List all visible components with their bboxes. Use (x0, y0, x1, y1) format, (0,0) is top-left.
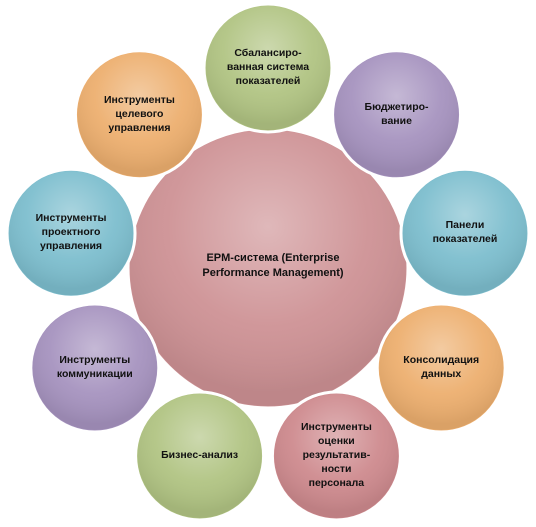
center-circle-gloss (130, 130, 406, 406)
node-circle-performance-evaluation-gloss (274, 393, 399, 518)
node-circle-communication-tools-gloss (32, 306, 157, 430)
node-circle-balanced-scorecard-gloss (206, 6, 330, 130)
node-circle-target-management-tools-gloss (77, 52, 202, 177)
node-circle-business-analysis-gloss (137, 393, 262, 518)
node-circle-budgeting-gloss (334, 52, 459, 177)
center-label-epm-system: EPM-система (Enterprise Performance Mana… (202, 252, 344, 279)
node-circle-project-management-tools-gloss (9, 171, 134, 296)
node-circle-dashboards-gloss (402, 171, 527, 296)
node-circle-data-consolidation-gloss (379, 306, 504, 430)
